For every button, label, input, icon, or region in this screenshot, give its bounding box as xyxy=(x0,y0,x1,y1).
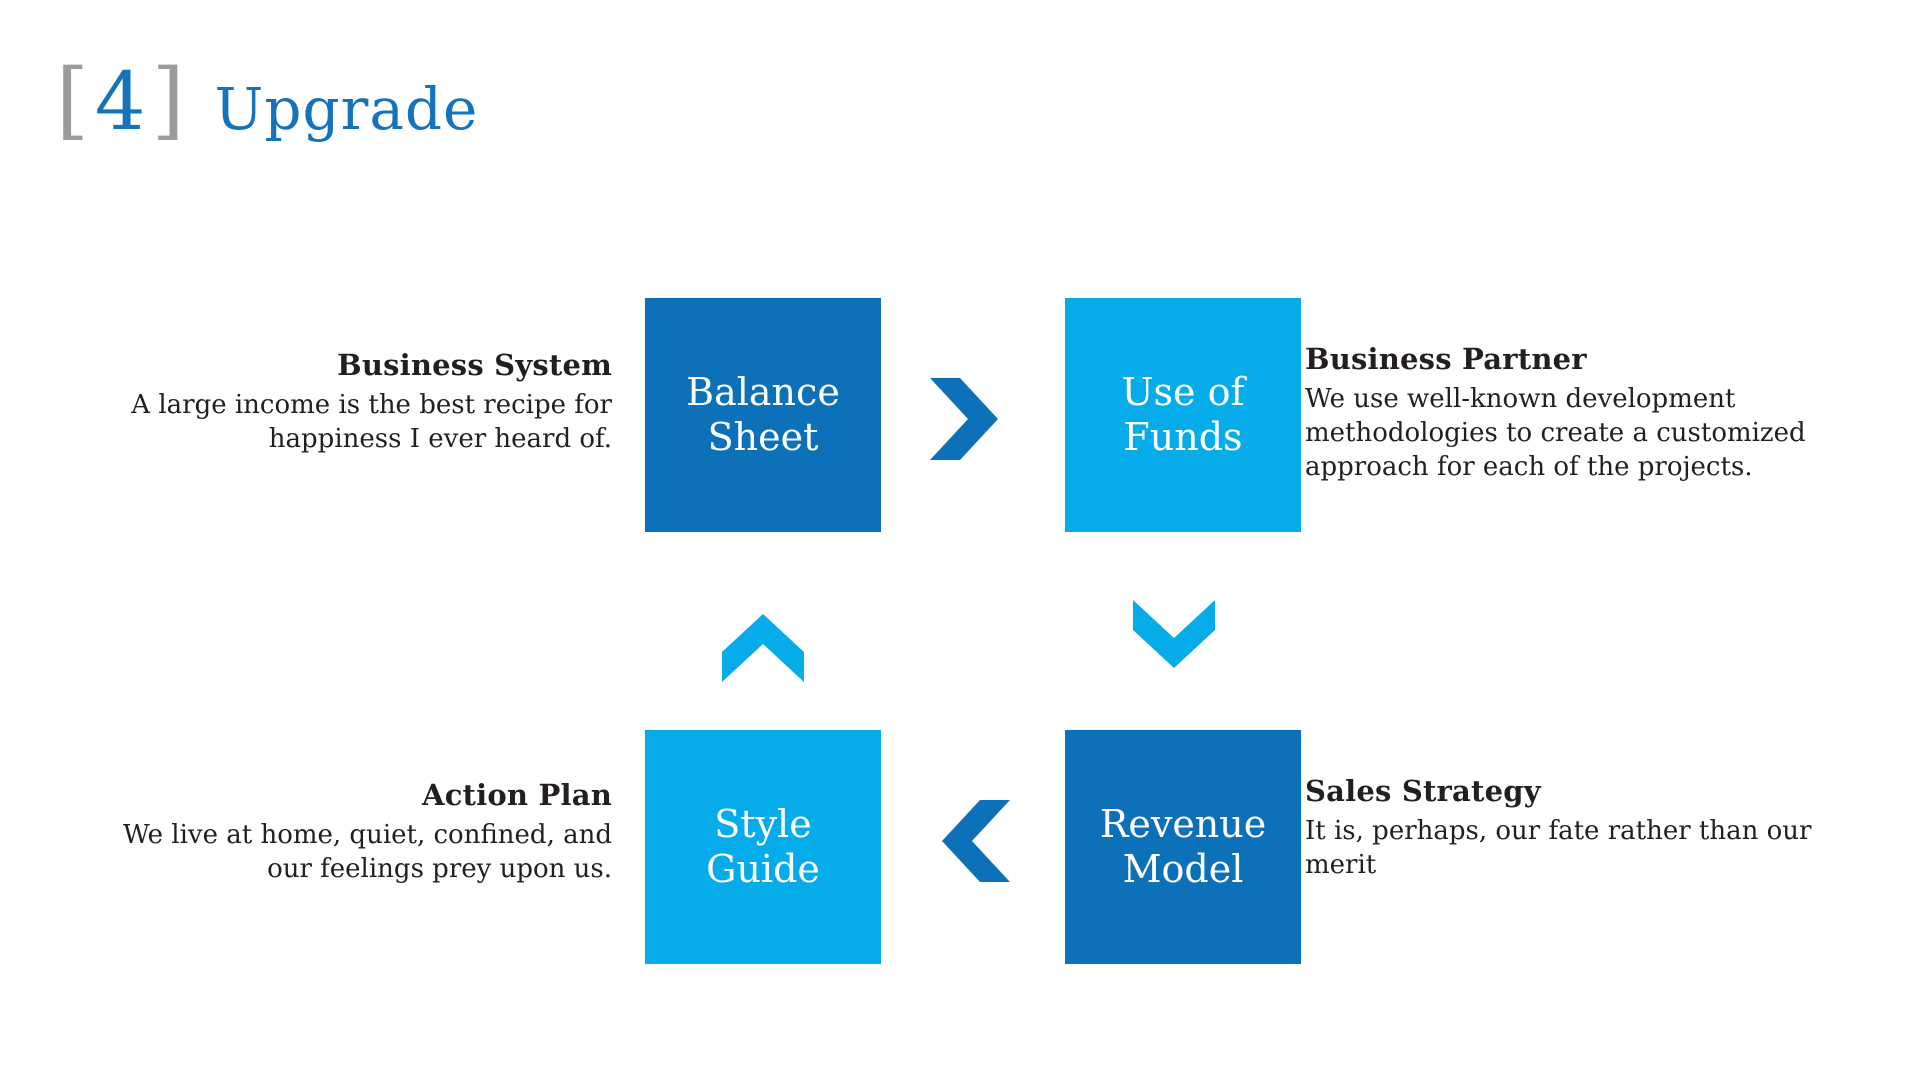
slide-number: 4 xyxy=(94,55,146,148)
caption-sales-strategy-body: It is, perhaps, our fate rather than our… xyxy=(1305,816,1812,881)
caption-action-plan-body: We live at home, quiet, confined, and ou… xyxy=(123,820,612,885)
node-use-of-funds-label: Use of Funds xyxy=(1121,370,1245,459)
node-revenue-model-label: Revenue Model xyxy=(1099,802,1267,891)
caption-business-partner-body: We use well-known development methodolog… xyxy=(1305,384,1806,482)
caption-business-partner: Business Partner We use well-known devel… xyxy=(1305,342,1885,485)
caption-business-partner-title: Business Partner xyxy=(1305,342,1587,376)
node-balance-sheet[interactable]: Balance Sheet xyxy=(645,298,881,532)
bracket-close: ] xyxy=(151,51,185,149)
chevron-up-icon xyxy=(722,614,804,682)
caption-business-system-title: Business System xyxy=(337,348,612,382)
caption-business-system-body: A large income is the best recipe for ha… xyxy=(131,390,612,455)
node-style-guide-label: Style Guide xyxy=(706,802,820,891)
caption-sales-strategy: Sales Strategy It is, perhaps, our fate … xyxy=(1305,774,1865,883)
node-use-of-funds[interactable]: Use of Funds xyxy=(1065,298,1301,532)
chevron-right-icon xyxy=(930,378,998,460)
page-title: [ 4 ] Upgrade xyxy=(56,58,478,142)
chevron-left-icon xyxy=(942,800,1010,882)
caption-action-plan: Action Plan We live at home, quiet, conf… xyxy=(100,778,612,887)
caption-sales-strategy-title: Sales Strategy xyxy=(1305,774,1541,808)
caption-action-plan-title: Action Plan xyxy=(422,778,612,812)
caption-business-system: Business System A large income is the be… xyxy=(52,348,612,457)
chevron-down-icon xyxy=(1133,600,1215,668)
bracket-open: [ xyxy=(56,51,89,149)
node-revenue-model[interactable]: Revenue Model xyxy=(1065,730,1301,964)
page-title-text: Upgrade xyxy=(214,75,479,143)
node-style-guide[interactable]: Style Guide xyxy=(645,730,881,964)
node-balance-sheet-label: Balance Sheet xyxy=(686,370,840,459)
